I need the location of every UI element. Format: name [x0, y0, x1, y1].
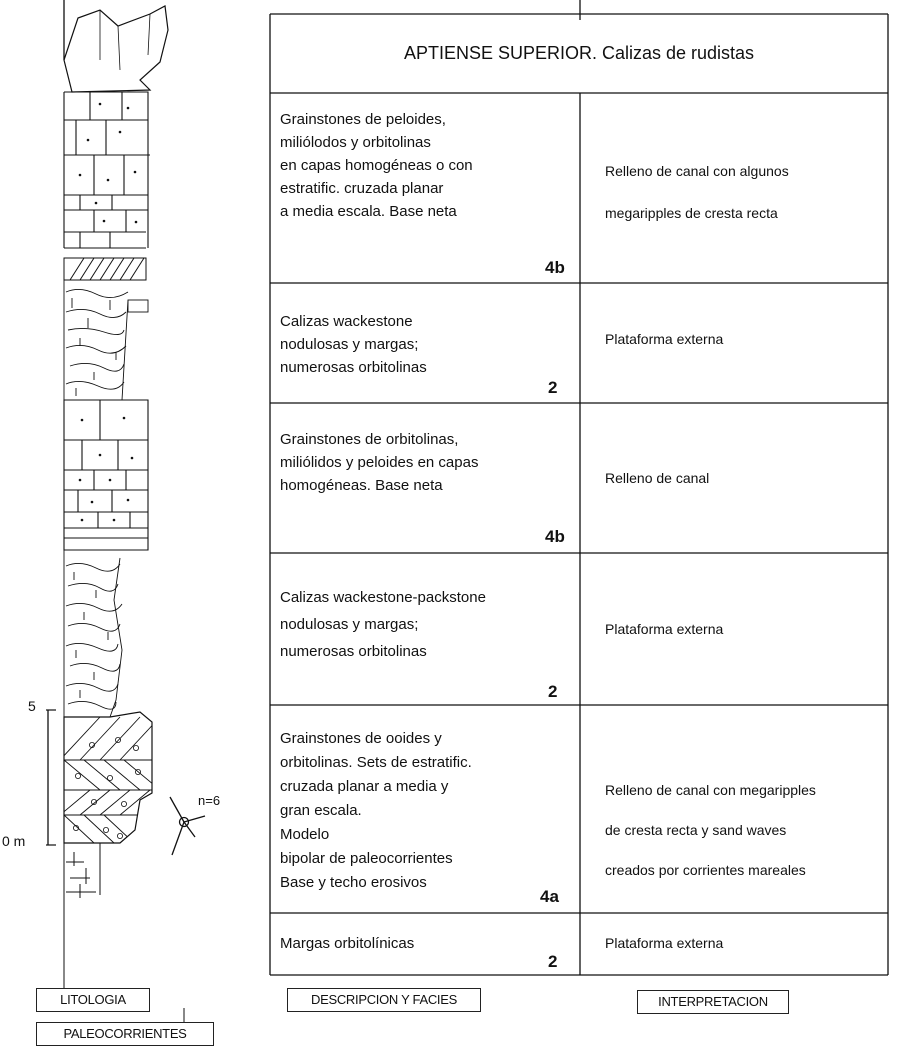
row5-description: Grainstones de ooides y orbitolinas. Set… — [280, 730, 472, 891]
label-interpretacion: INTERPRETACION — [637, 990, 789, 1014]
row6-code: 2 — [548, 952, 558, 971]
row4-code: 2 — [548, 682, 558, 701]
row6-description: Margas orbitolínicas — [280, 935, 415, 952]
scale-top-label: 5 — [28, 698, 36, 714]
row2-interpretation: Plataforma externa — [605, 331, 724, 347]
label-paleocorrientes: PALEOCORRIENTES — [36, 1022, 214, 1046]
paleocurrent-count: n=6 — [198, 793, 221, 808]
scale-bottom-label: 0 m — [2, 833, 26, 849]
row3-description: Grainstones de orbitolinas, miliólidos y… — [280, 431, 479, 494]
row4-description: Calizas wackestone-packstone nodulosas y… — [280, 589, 486, 660]
row2-description: Calizas wackestone nodulosas y margas; n… — [280, 313, 427, 376]
row3-interpretation: Relleno de canal — [605, 470, 710, 486]
row1-interpretation: Relleno de canal con algunos megaripples… — [605, 163, 789, 221]
row2-code: 2 — [548, 378, 558, 397]
lithology-column — [46, 0, 206, 1040]
row1-code: 4b — [545, 258, 565, 277]
row4-interpretation: Plataforma externa — [605, 621, 724, 637]
row1-description: Grainstones de peloides, miliólodos y or… — [280, 111, 473, 220]
row6-interpretation: Plataforma externa — [605, 935, 724, 951]
table-header: APTIENSE SUPERIOR. Calizas de rudistas — [403, 42, 755, 63]
label-litologia: LITOLOGIA — [36, 988, 150, 1012]
row3-code: 4b — [545, 527, 565, 546]
row5-interpretation: Relleno de canal con megaripples de cres… — [605, 782, 816, 878]
label-descripcion-facies: DESCRIPCION Y FACIES — [287, 988, 481, 1012]
row5-code: 4a — [540, 887, 559, 906]
